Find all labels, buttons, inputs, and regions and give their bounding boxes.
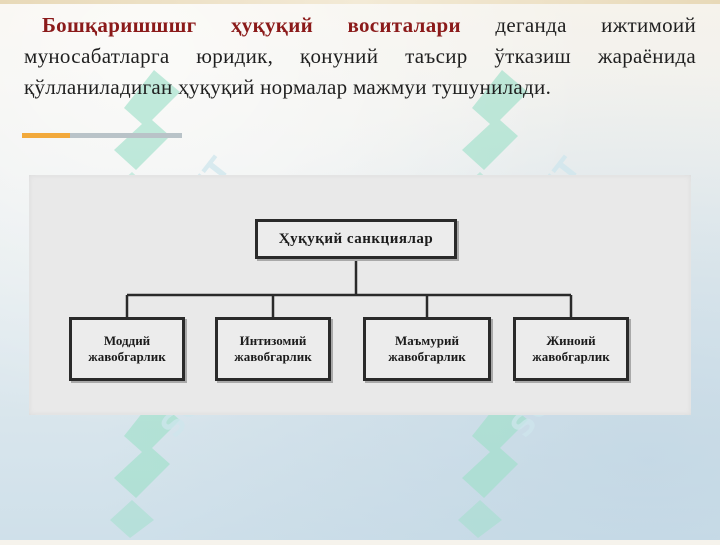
- intro-text: деганда ижтимоий муносабатларга юридик, …: [24, 13, 696, 99]
- diagram-connectors: [125, 259, 573, 317]
- diagram-node-disciplinary-liability: Интизомий жавобгарлик: [215, 317, 331, 381]
- accent-segment-gray: [70, 133, 182, 138]
- intro-paragraph: Бошқаришшшг ҳуқуқий воситалари деганда и…: [24, 10, 696, 103]
- diagram-node-material-liability: Моддий жавобгарлик: [69, 317, 185, 381]
- accent-bar: [22, 133, 182, 138]
- diagram-panel: Ҳуқуқий санкциялар Моддий жавобгарлик Ин…: [29, 175, 691, 415]
- accent-segment-orange: [22, 133, 70, 138]
- top-stripe: [0, 0, 720, 4]
- diagram-node-criminal-liability: Жиноий жавобгарлик: [513, 317, 629, 381]
- watermark-logo-icon: [92, 390, 202, 540]
- diagram-root-node: Ҳуқуқий санкциялар: [255, 219, 457, 259]
- intro-term: Бошқаришшшг ҳуқуқий воситалари: [42, 13, 461, 37]
- diagram-node-administrative-liability: Маъмурий жавобгарлик: [363, 317, 491, 381]
- watermark-logo-icon: [440, 390, 550, 540]
